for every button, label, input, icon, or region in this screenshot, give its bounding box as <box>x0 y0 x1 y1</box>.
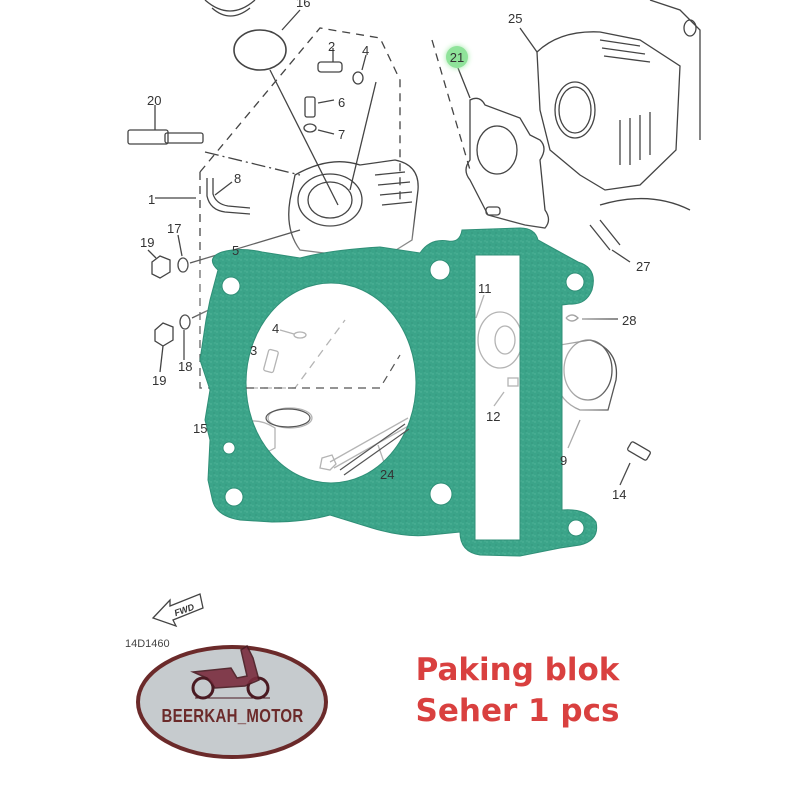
callout-6: 6 <box>338 95 346 110</box>
callout-8: 8 <box>234 171 242 186</box>
caption-line-2: Seher 1 pcs <box>415 693 620 729</box>
callout-5: 5 <box>232 243 240 258</box>
callout-15: 15 <box>193 421 208 436</box>
callout-4: 4 <box>362 43 370 58</box>
callout-3: 3 <box>250 343 258 358</box>
callout-18: 18 <box>178 359 193 374</box>
callout-1: 1 <box>148 192 156 207</box>
callout-19a: 19 <box>140 235 155 250</box>
callout-9: 9 <box>560 453 568 468</box>
callout-16: 16 <box>296 0 311 10</box>
brand-name: BEERKAH_MOTOR <box>161 705 304 728</box>
caption-line-1: Paking blok <box>415 652 620 688</box>
callout-14: 14 <box>612 487 627 502</box>
logo-badge <box>136 644 328 759</box>
callout-28: 28 <box>622 313 637 328</box>
callout-27: 27 <box>636 259 651 274</box>
diagram-code: 14D1460 <box>125 638 170 650</box>
callout-19b: 19 <box>152 373 167 388</box>
callout-21-highlighted: 21 <box>446 46 468 68</box>
callout-4b: 4 <box>272 321 280 336</box>
shop-logo: BEERKAH_MOTOR <box>135 640 330 760</box>
callout-7: 7 <box>338 127 346 142</box>
callout-20: 20 <box>147 93 162 108</box>
callout-11: 11 <box>478 281 492 296</box>
callout-25: 25 <box>508 11 523 26</box>
callout-2: 2 <box>328 39 336 54</box>
gasket <box>199 227 598 557</box>
callout-12: 12 <box>486 409 501 424</box>
callout-17: 17 <box>167 221 182 236</box>
callout-24: 24 <box>380 467 395 482</box>
product-caption: Paking blok Seher 1 pcs <box>405 650 630 732</box>
motorcycle-icon <box>190 644 270 700</box>
